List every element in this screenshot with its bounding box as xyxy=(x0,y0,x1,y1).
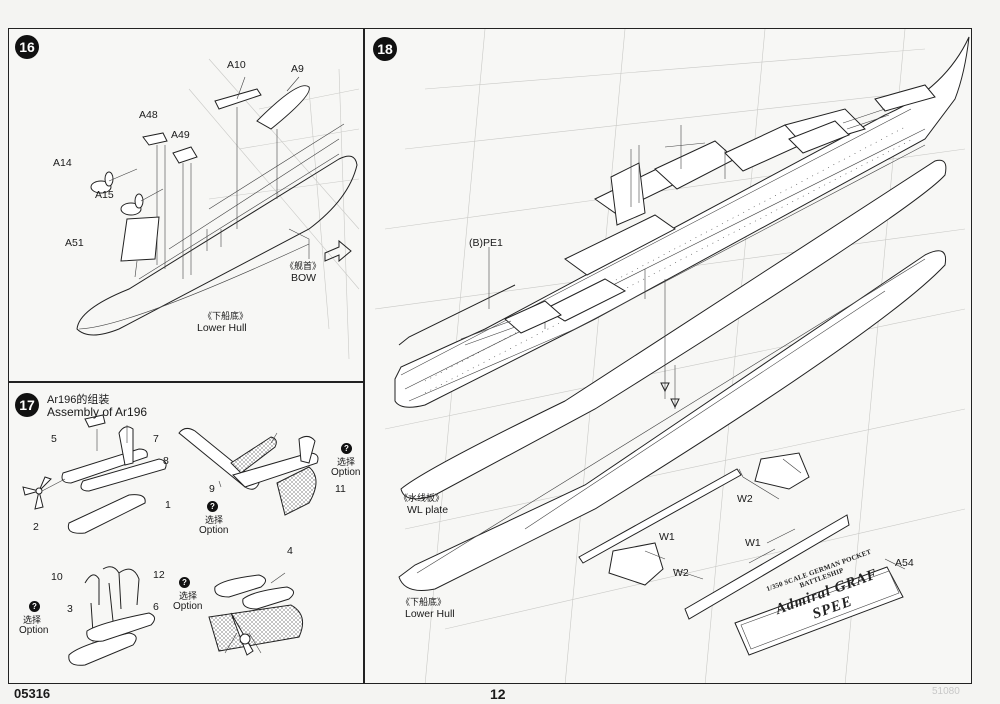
wl-plate-label-zh: 《水线板》 xyxy=(399,493,445,503)
option-en: Option xyxy=(199,525,229,536)
fuselage-parts xyxy=(61,414,167,534)
label-A48: A48 xyxy=(139,109,158,121)
lower-hull-label-en: Lower Hull xyxy=(405,608,455,620)
step-17-title-zh: Ar196的组装 xyxy=(47,394,110,406)
label-part-7: 7 xyxy=(153,433,159,445)
label-A9: A9 xyxy=(291,63,304,75)
step-18-panel: 18 (B)PE1 《水线板》 WL plate 《下船底》 Lower Hul… xyxy=(364,28,972,684)
stand-base-W1-lower xyxy=(578,468,742,564)
faint-code: 51080 xyxy=(932,686,960,697)
part-A14-propeller xyxy=(90,168,138,194)
stand-base-W1-upper xyxy=(684,514,850,620)
label-A54: A54 xyxy=(895,557,914,569)
aircraft-assembled xyxy=(208,572,304,656)
option-en: Option xyxy=(331,467,361,478)
label-W1-left: W1 xyxy=(659,531,675,543)
label-part-8: 8 xyxy=(163,455,169,467)
label-A14: A14 xyxy=(53,157,72,169)
option-badge-icon: ? xyxy=(179,577,190,588)
label-W1-right: W1 xyxy=(745,537,761,549)
option-zh: 选择 xyxy=(205,515,224,525)
label-A49: A49 xyxy=(171,129,190,141)
stand-W2-a xyxy=(608,542,664,586)
floats xyxy=(68,612,155,666)
label-A51: A51 xyxy=(65,237,84,249)
option-badge-icon: ? xyxy=(341,443,352,454)
label-part-1: 1 xyxy=(165,499,171,511)
label-part-6: 6 xyxy=(153,601,159,613)
part-A51-shape xyxy=(120,216,160,262)
label-part-4: 4 xyxy=(287,545,293,557)
lower-hull-label-zh: 《下船底》 xyxy=(203,311,249,321)
label-W2-upper: W2 xyxy=(737,493,753,505)
part-A15-propeller xyxy=(120,188,164,216)
label-part-12: 12 xyxy=(153,569,165,581)
label-A10: A10 xyxy=(227,59,246,71)
label-part-9: 9 xyxy=(209,483,215,495)
label-A15: A15 xyxy=(95,189,114,201)
step-18-drawing xyxy=(374,29,970,683)
step-17-panel: 17 Ar196的组装 Assembly of Ar196 5 7 8 1 2 … xyxy=(8,382,364,684)
bow-label-zh: 《舰首》 xyxy=(285,261,322,271)
option-en: Option xyxy=(19,625,49,636)
wl-plate-shape xyxy=(400,159,947,500)
stand-W2-b xyxy=(754,452,810,490)
lower-hull-outline xyxy=(76,155,358,336)
option-zh: 选择 xyxy=(23,615,42,625)
wl-plate-label-en: WL plate xyxy=(407,504,449,516)
part-A49-shape xyxy=(172,146,198,164)
option-zh: 选择 xyxy=(179,591,198,601)
kit-number: 05316 xyxy=(14,686,51,701)
step-16-number: 16 xyxy=(15,35,39,59)
label-W2-lower: W2 xyxy=(673,567,689,579)
step-16-drawing xyxy=(76,58,360,360)
part-2-propeller xyxy=(22,476,66,510)
option-badge-icon: ? xyxy=(29,601,40,612)
label-part-5: 5 xyxy=(51,433,57,445)
step-17-drawing xyxy=(22,414,319,666)
lower-hull-label-en: Lower Hull xyxy=(197,322,247,334)
superstructure xyxy=(460,84,936,346)
label-part-2: 2 xyxy=(33,521,39,533)
nameplate-A54-shape xyxy=(734,566,904,656)
option-en: Option xyxy=(173,601,203,612)
step-17-title-en: Assembly of Ar196 xyxy=(47,405,148,419)
step-16-panel: 16 A10 A9 A48 A49 A14 A15 A51 《舰首》 BOW 《… xyxy=(8,28,364,382)
label-part-10: 10 xyxy=(51,571,63,583)
bow-arrow xyxy=(324,239,352,263)
label-part-11: 11 xyxy=(335,483,346,495)
lower-hull-shape xyxy=(398,250,947,591)
part-A10-shape xyxy=(214,88,262,110)
part-A48-shape xyxy=(142,132,168,146)
label-pe1: (B)PE1 xyxy=(469,237,503,249)
lower-hull-label-zh: 《下船底》 xyxy=(401,597,447,607)
aircraft-option-wings xyxy=(178,427,319,516)
step-18-number: 18 xyxy=(373,37,397,61)
step-17-number: 17 xyxy=(15,393,39,417)
page-number: 12 xyxy=(490,686,506,702)
part-A9-shape xyxy=(256,85,310,130)
label-part-3: 3 xyxy=(67,603,73,615)
option-zh: 选择 xyxy=(337,457,356,467)
option-badge-icon: ? xyxy=(207,501,218,512)
pe1-rail xyxy=(398,284,516,346)
bow-label-en: BOW xyxy=(291,272,317,284)
